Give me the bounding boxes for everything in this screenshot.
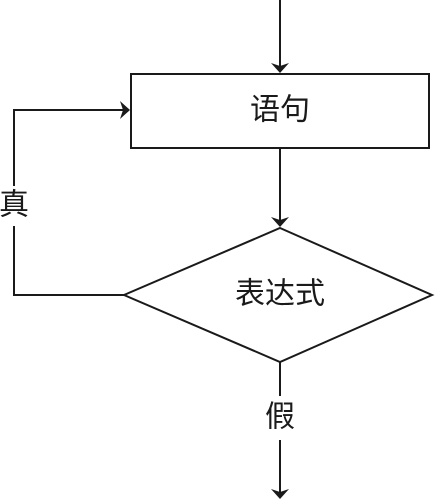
true-label-gap xyxy=(0,186,30,226)
true-loop-line xyxy=(13,101,130,296)
true-label: 真 xyxy=(0,188,29,223)
statement-label: 语句 xyxy=(250,93,310,128)
false-label: 假 xyxy=(265,400,295,435)
expression-label: 表达式 xyxy=(235,277,325,312)
